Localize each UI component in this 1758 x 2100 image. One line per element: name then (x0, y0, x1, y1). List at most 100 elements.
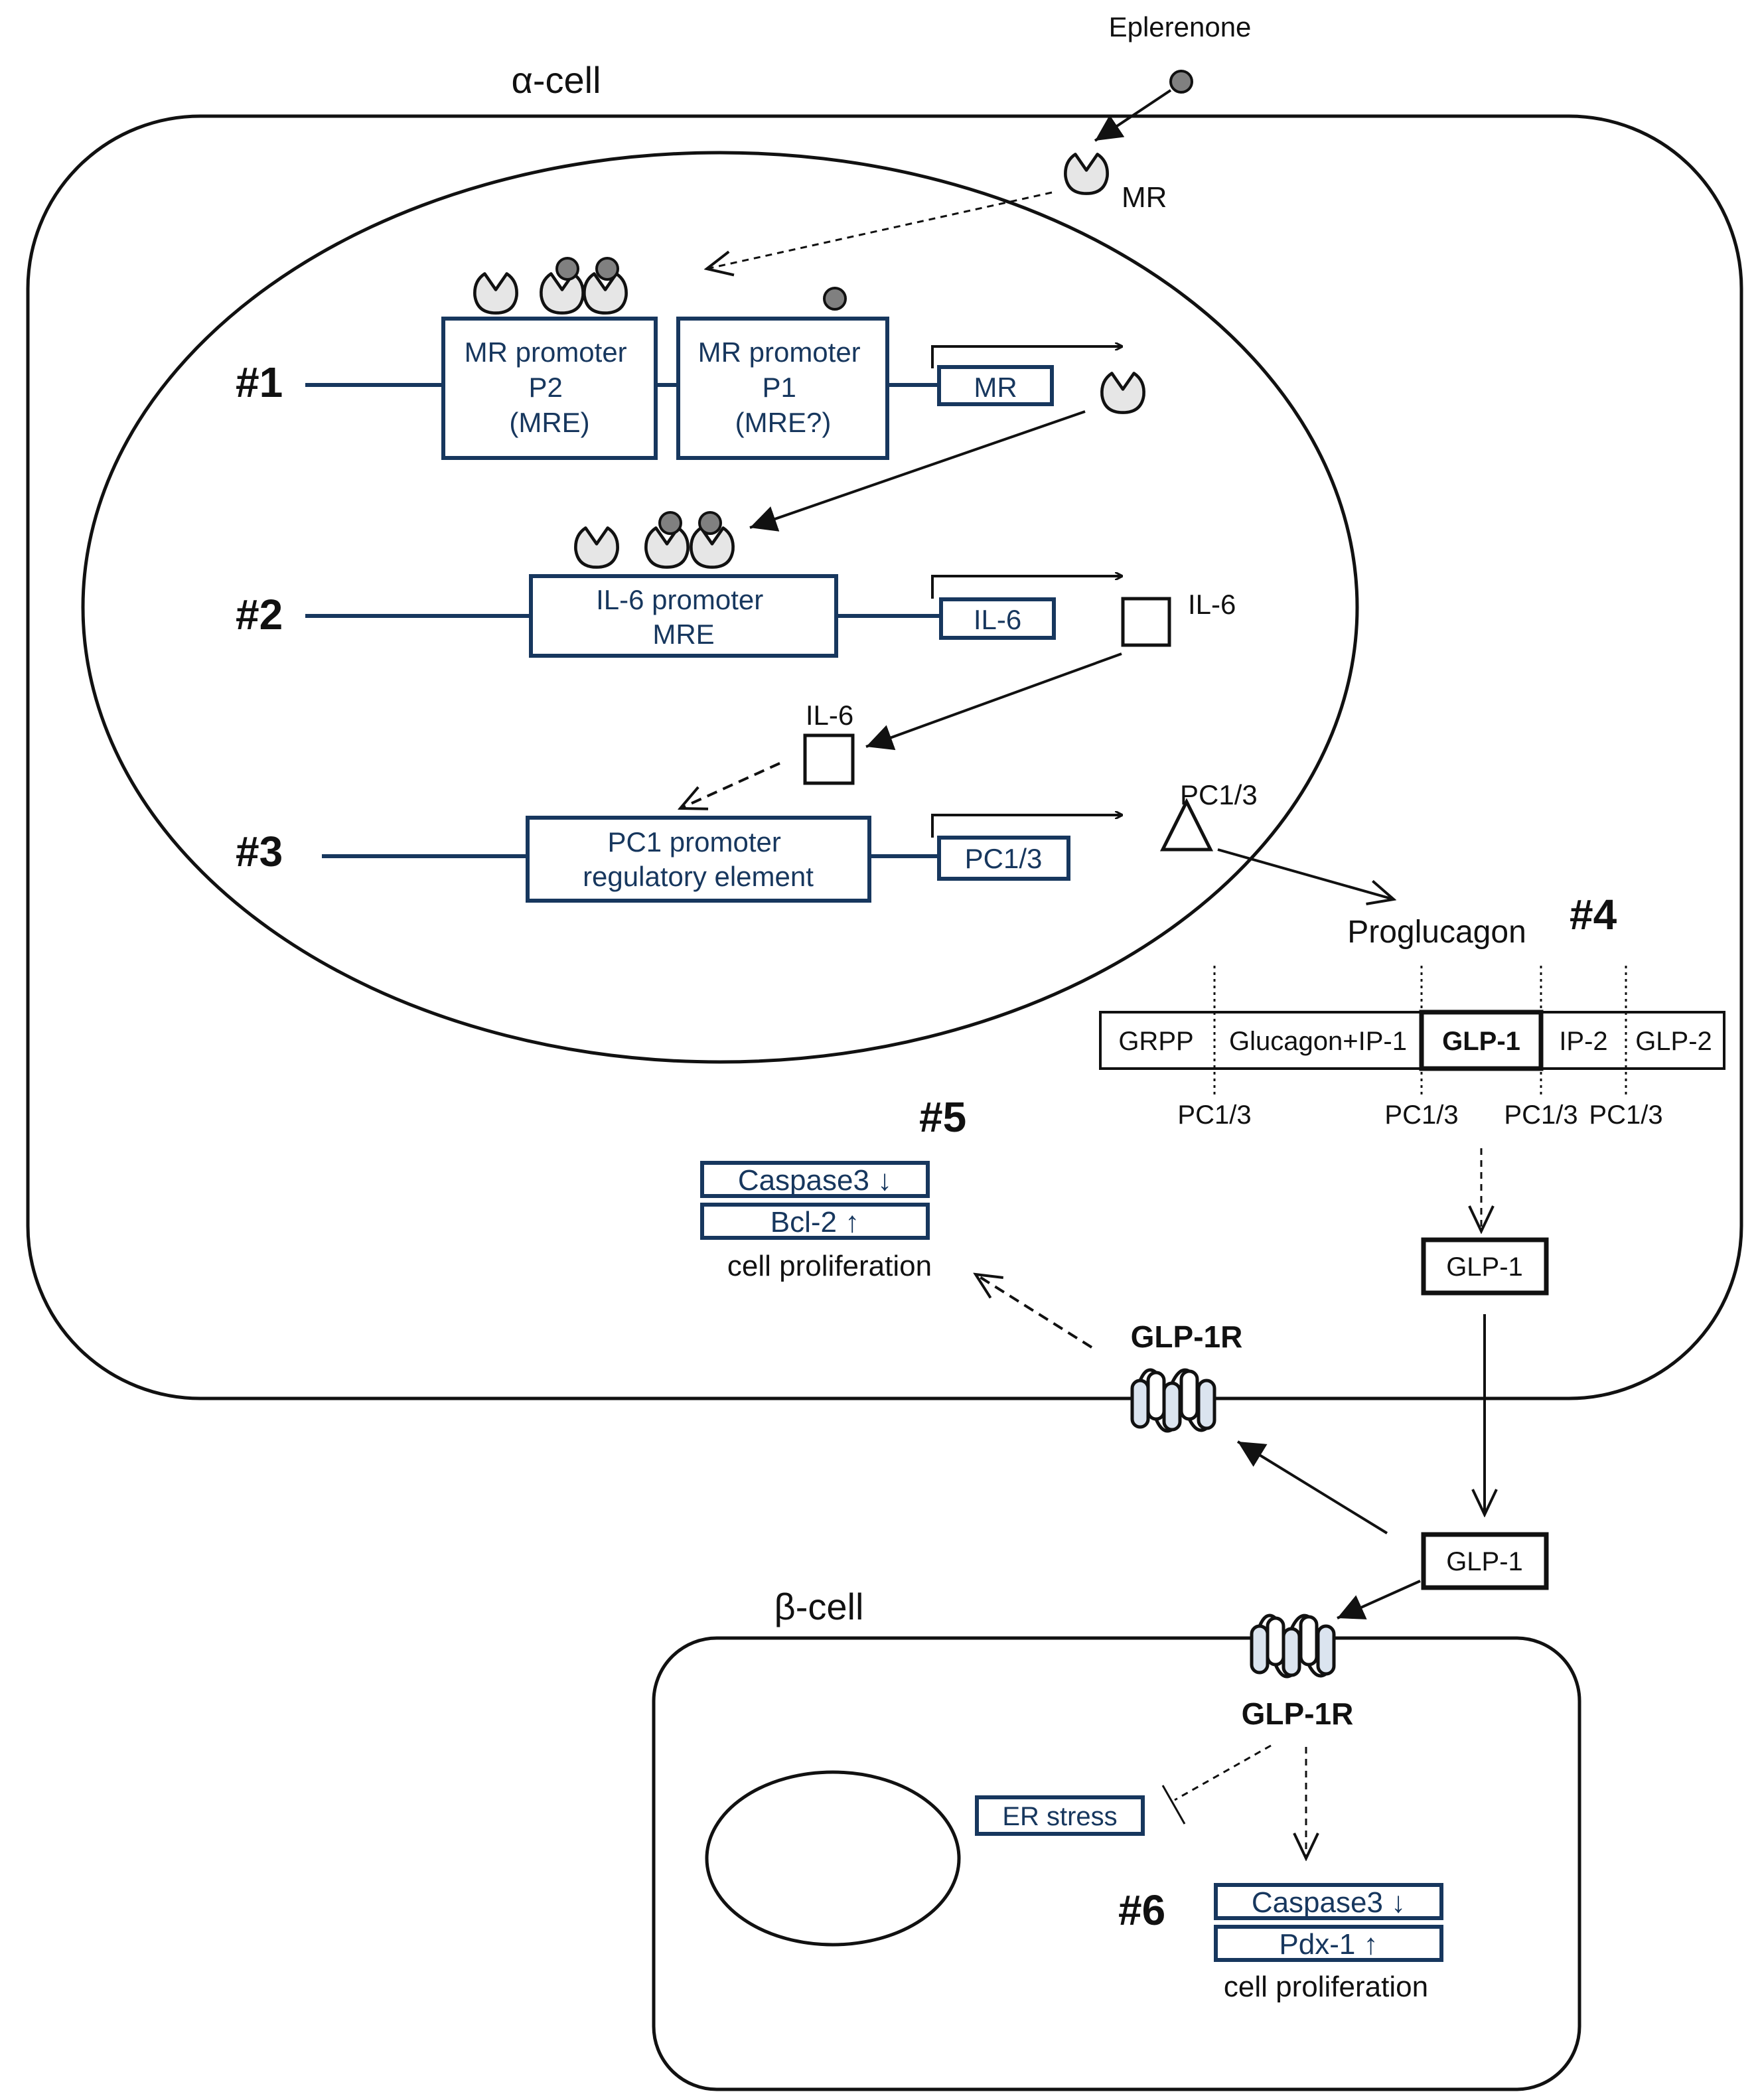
il6-promoter-line1: IL-6 promoter (596, 584, 763, 615)
step-5-label: #5 (919, 1093, 966, 1141)
mr-promoter-p1-line1: MR promoter (698, 337, 861, 368)
mr-nuclear-import-arrow (707, 191, 1053, 269)
mr-cytoplasm-label: MR (1122, 181, 1167, 214)
alpha-cell-nucleus (81, 151, 1359, 1064)
eplerenone-ligand-icon (595, 257, 619, 281)
beta-caspase3-box (1214, 1883, 1443, 1920)
mr-transcription-arrow (931, 346, 1122, 368)
glp1-box-inside (1421, 1237, 1549, 1296)
mr-promoter-p1-line3: (MRE?) (735, 407, 832, 438)
pc13-triangle-icon (1159, 798, 1214, 852)
mr-promoter-p2-line3: (MRE) (509, 407, 589, 438)
il6-square-icon (1121, 597, 1171, 647)
mineralocorticoid-receptor-icon (1065, 154, 1107, 193)
segment-glp2: GLP-2 (1635, 1027, 1712, 1056)
mr-promoter-p1-line2: P1 (762, 372, 796, 403)
pc1-promoter-text: PC1 promoter regulatory element (583, 826, 814, 892)
pc13-gene-box (937, 836, 1070, 881)
mr-gene-label: MR (974, 372, 1017, 403)
alpha-caspase3-box (700, 1161, 930, 1198)
il6-square-icon (803, 733, 855, 785)
alpha-bcl2-box (700, 1203, 930, 1240)
mr-promoter-p2-box (441, 317, 658, 460)
er-stress-inhibition-line (1174, 1744, 1272, 1801)
il6-to-signal-arrow (865, 652, 1122, 751)
segment-ip2: IP-2 (1559, 1027, 1607, 1056)
pc1-promoter-line2: regulatory element (583, 861, 814, 892)
eplerenone-label: Eplerenone (1109, 11, 1252, 42)
pc1-promoter-line1: PC1 promoter (607, 826, 780, 858)
mineralocorticoid-receptor-icon (475, 273, 516, 313)
er-stress-box (975, 1795, 1145, 1836)
gpcr-receptor-icon (1252, 1615, 1334, 1677)
alpha-cell-membrane (26, 114, 1743, 1400)
il6-gene-label: IL-6 (974, 604, 1021, 635)
eplerenone-ligand-icon (555, 257, 579, 281)
mr-gene-box (937, 365, 1054, 406)
glp1r-to-alpha-effects-arrow (976, 1274, 1093, 1349)
beta-cell-membrane (652, 1636, 1581, 2091)
il6-to-pc1-promoter-arrow (680, 762, 780, 808)
alpha-cell-title: α-cell (511, 59, 601, 101)
step-6-label: #6 (1118, 1886, 1165, 1934)
alpha-caspase3-label: Caspase3 ↓ (738, 1164, 892, 1197)
cleavage-label-1: PC1/3 (1177, 1100, 1251, 1130)
il6-product-label: IL-6 (1188, 589, 1236, 620)
eplerenone-ligand-icon (658, 511, 682, 535)
mineralocorticoid-receptor-icon (1102, 373, 1143, 412)
alpha-bcl2-label: Bcl-2 ↑ (770, 1206, 859, 1238)
proglucagon-bar (1099, 1011, 1725, 1070)
beta-cell-nucleus (705, 1770, 961, 1947)
beta-cell-title: β-cell (774, 1586, 864, 1627)
step-1-label: #1 (236, 358, 283, 406)
glp1-outside-label: GLP-1 (1446, 1547, 1523, 1576)
il6-signal-label: IL-6 (806, 700, 853, 731)
mr-to-il6-promoter-arrow (749, 410, 1086, 532)
alpha-cell-proliferation: cell proliferation (727, 1250, 932, 1282)
gpcr-receptor-icon (1132, 1370, 1214, 1431)
mr-promoter-p2-text: MR promoter P2 (MRE) (465, 337, 635, 438)
glp1-box-outside (1421, 1532, 1549, 1590)
pc13-transcription-arrow (931, 815, 1122, 838)
pc13-product-label: PC1/3 (1180, 779, 1258, 810)
glp1r-alpha-label: GLP-1R (1131, 1319, 1243, 1354)
eplerenone-arrow (1094, 89, 1172, 142)
mr-promoter-p1-box (676, 317, 889, 460)
beta-pdx1-box (1214, 1925, 1443, 1962)
mr-promoter-p1-text: MR promoter P1 (MRE?) (698, 337, 869, 438)
step-3-label: #3 (236, 828, 283, 875)
pc13-to-proglucagon-arrow (1217, 848, 1394, 899)
il6-promoter-box (529, 574, 838, 658)
proglucagon-label: Proglucagon (1347, 915, 1526, 950)
cleavage-label-3: PC1/3 (1504, 1100, 1577, 1130)
segment-glucagon-ip1: Glucagon+IP-1 (1229, 1027, 1407, 1056)
beta-caspase3-label: Caspase3 ↓ (1252, 1886, 1406, 1919)
glp1-to-beta-receptor-arrow (1337, 1580, 1421, 1619)
il6-transcription-arrow (931, 576, 1122, 599)
beta-pdx1-label: Pdx-1 ↑ (1279, 1928, 1378, 1961)
eplerenone-ligand-icon (698, 511, 722, 535)
glp1-to-alpha-receptor-arrow (1236, 1440, 1388, 1535)
glp1-inside-label: GLP-1 (1446, 1252, 1523, 1282)
pc13-gene-label: PC1/3 (965, 843, 1043, 874)
mineralocorticoid-receptor-icon (541, 273, 583, 313)
mr-promoter-p2-line1: MR promoter (465, 337, 627, 368)
er-stress-label: ER stress (1002, 1802, 1117, 1831)
cleavage-label-4: PC1/3 (1589, 1100, 1662, 1130)
pc1-promoter-box (526, 816, 871, 903)
step-2-label: #2 (236, 591, 283, 638)
segment-grpp: GRPP (1118, 1027, 1193, 1056)
beta-cell-proliferation: cell proliferation (1224, 1971, 1428, 2003)
il6-promoter-line2: MRE (652, 619, 714, 650)
eplerenone-ligand-icon (823, 287, 847, 311)
glp1r-beta-label: GLP-1R (1242, 1696, 1354, 1731)
mr-promoter-p2-line2: P2 (528, 372, 562, 403)
il6-gene-box (939, 597, 1056, 640)
mineralocorticoid-receptor-icon (575, 528, 617, 567)
er-stress-inhibition-bar (1161, 1785, 1186, 1825)
segment-glp1: GLP-1 (1442, 1027, 1520, 1056)
il6-promoter-text: IL-6 promoter MRE (596, 584, 771, 650)
eplerenone-ligand-icon (1169, 70, 1193, 94)
cleavage-label-2: PC1/3 (1384, 1100, 1458, 1130)
